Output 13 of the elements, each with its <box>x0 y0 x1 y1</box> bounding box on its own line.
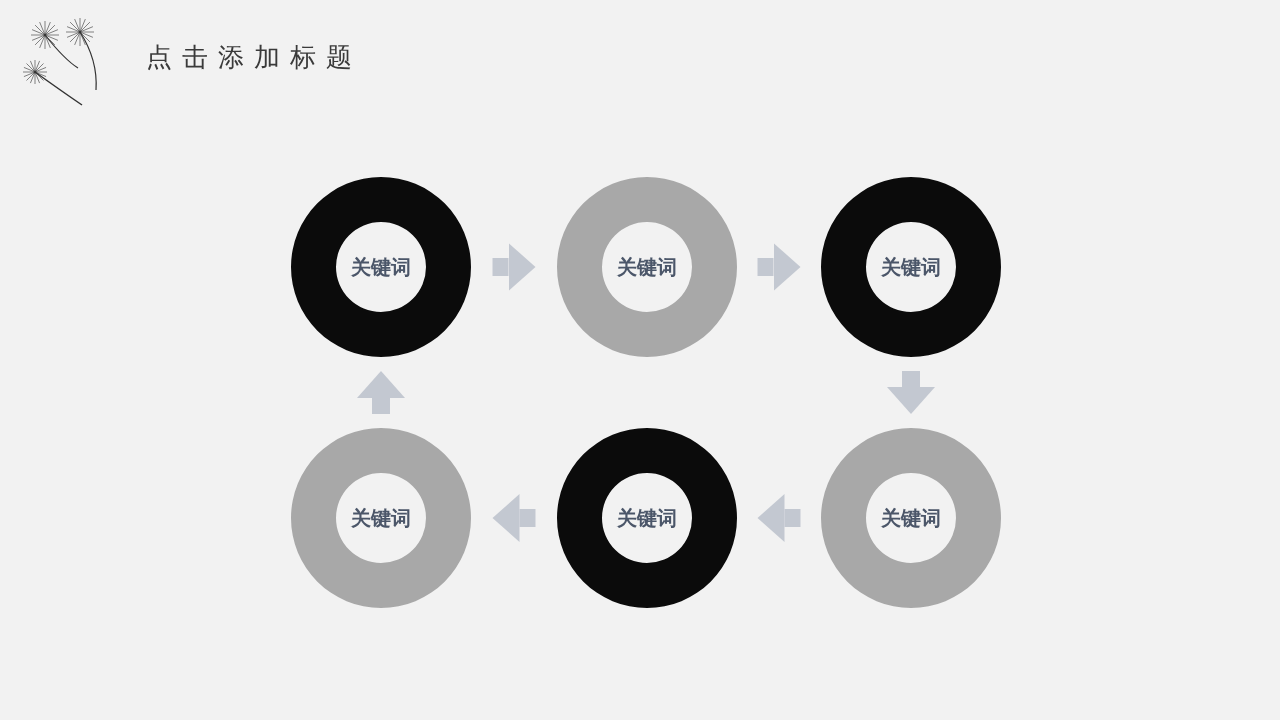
keyword-label: 关键词 <box>617 504 677 532</box>
keyword-label: 关键词 <box>351 504 411 532</box>
slide-title: 点击添加标题 <box>146 41 362 74</box>
ring-node <box>821 428 1001 608</box>
ring-node <box>821 177 1001 357</box>
ring-node <box>291 428 471 608</box>
keyword-label: 关键词 <box>881 504 941 532</box>
ring-node <box>291 177 471 357</box>
keyword-label: 关键词 <box>617 253 677 281</box>
ring-node <box>557 177 737 357</box>
keyword-label: 关键词 <box>881 253 941 281</box>
keyword-label: 关键词 <box>351 253 411 281</box>
ring-node <box>557 428 737 608</box>
